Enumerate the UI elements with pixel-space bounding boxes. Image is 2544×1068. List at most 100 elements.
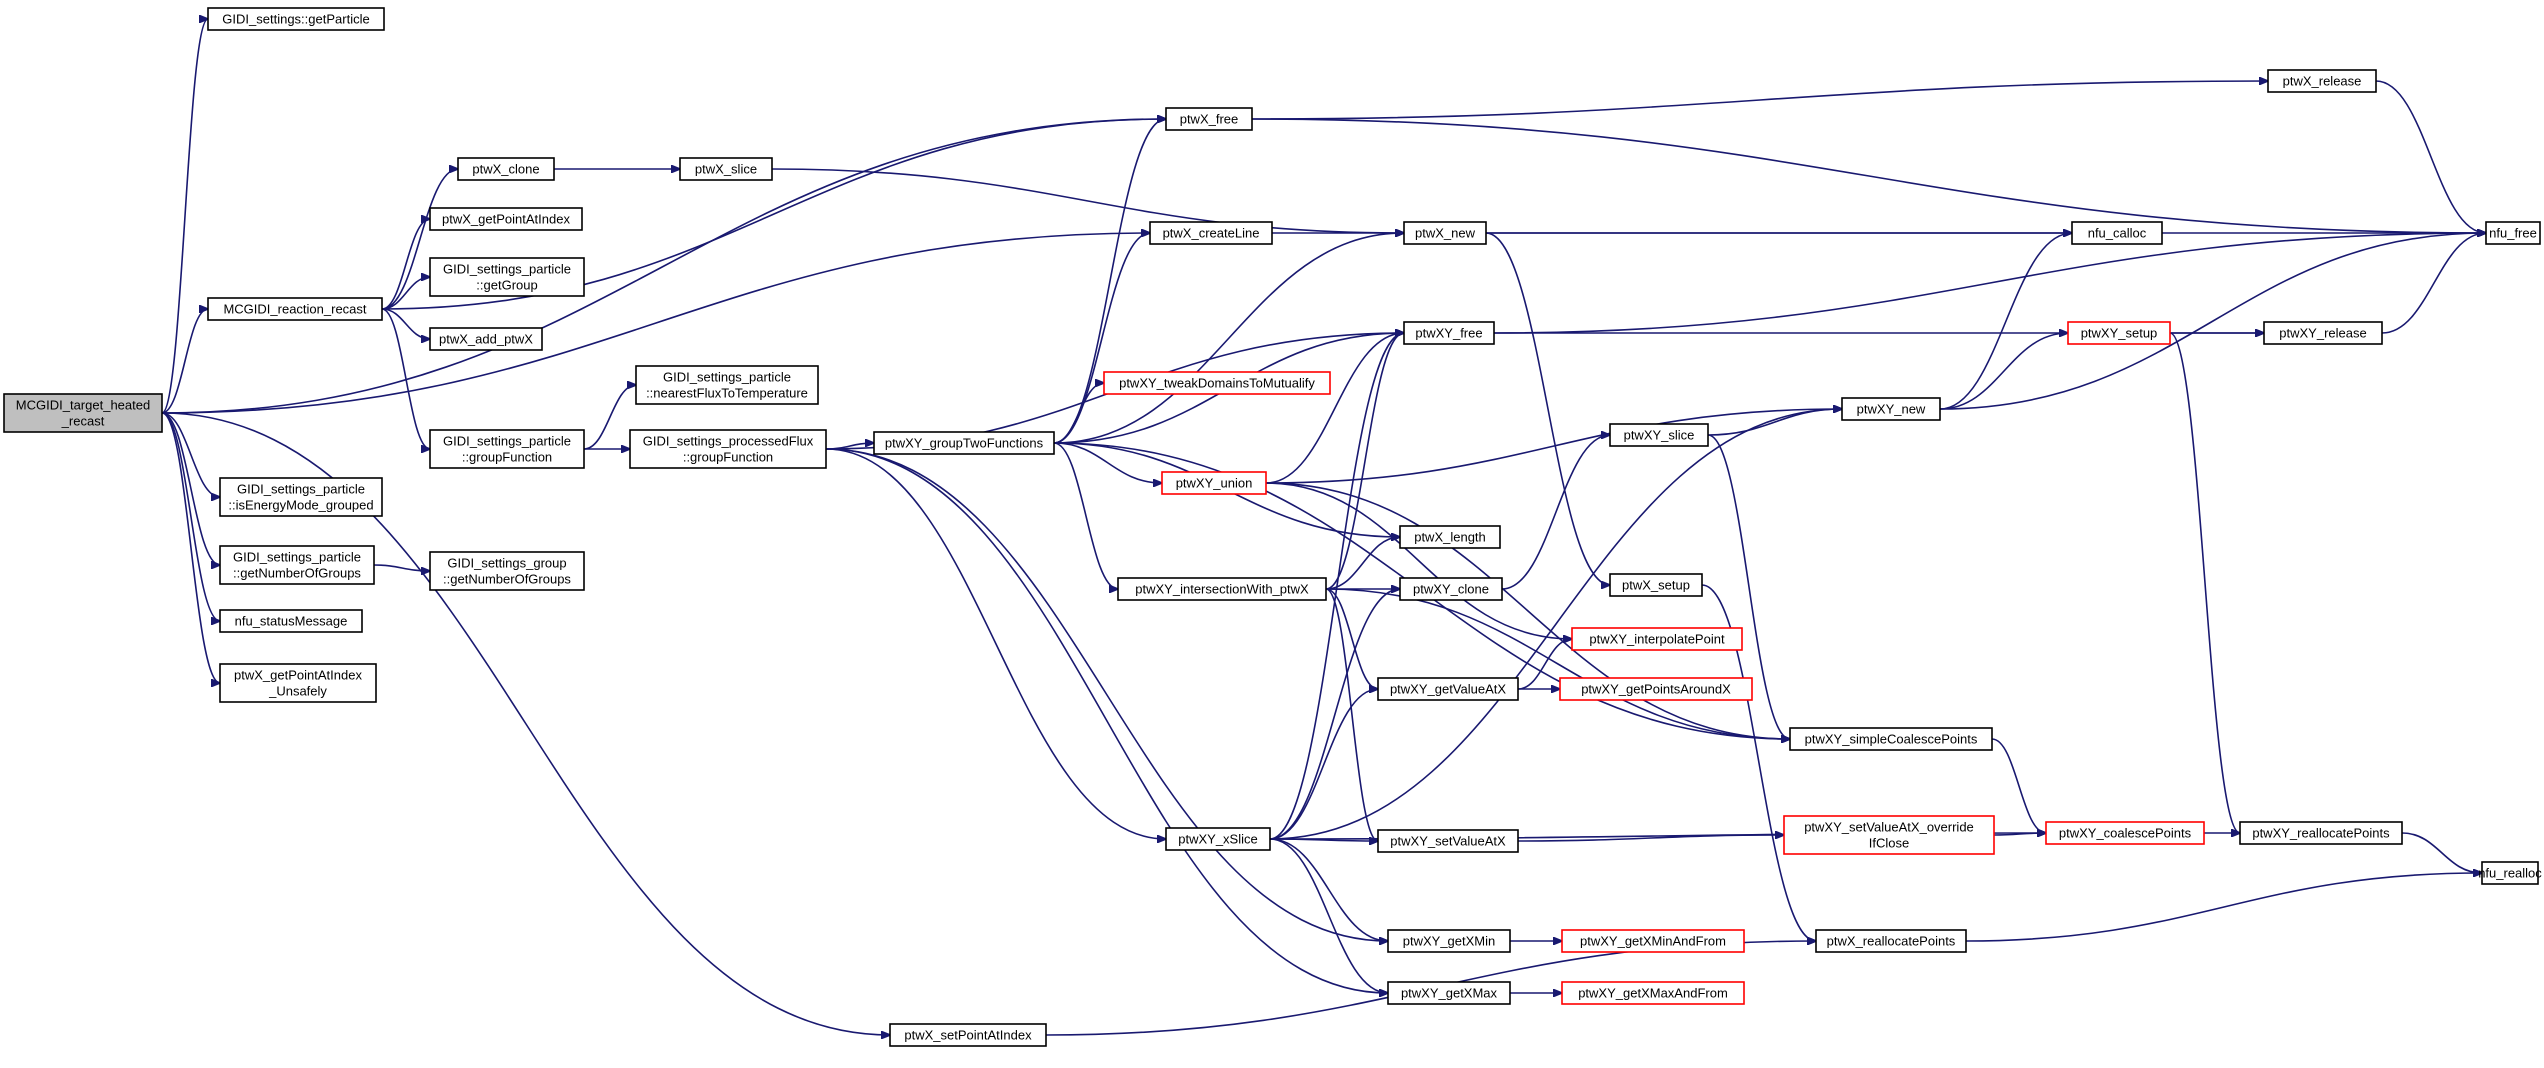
node-group-function-pf[interactable]: GIDI_settings_processedFlux::groupFuncti… bbox=[629, 429, 827, 469]
node-ptw-xy-slice[interactable]: ptwXY_slice bbox=[1609, 423, 1709, 447]
node-ptw-xy-release[interactable]: ptwXY_release bbox=[2263, 321, 2383, 345]
node-nearest-flux[interactable]: GIDI_settings_particle::nearestFluxToTem… bbox=[635, 365, 819, 405]
node-ptw-xy-x-slice[interactable]: ptwXY_xSlice bbox=[1165, 827, 1271, 851]
node-box[interactable] bbox=[3, 393, 163, 433]
node-box[interactable] bbox=[219, 609, 363, 633]
node-set-value-at-x[interactable]: ptwXY_setValueAtX bbox=[1377, 829, 1519, 853]
node-box[interactable] bbox=[635, 365, 819, 405]
node-get-xmin-and-from[interactable]: ptwXY_getXMinAndFrom bbox=[1561, 929, 1745, 953]
node-ptw-xy-new[interactable]: ptwXY_new bbox=[1841, 397, 1941, 421]
node-box[interactable] bbox=[1609, 423, 1709, 447]
node-box[interactable] bbox=[1399, 577, 1503, 601]
node-interpolate-point[interactable]: ptwXY_interpolatePoint bbox=[1571, 627, 1743, 651]
node-box[interactable] bbox=[1377, 829, 1519, 853]
node-box[interactable] bbox=[629, 429, 827, 469]
node-box[interactable] bbox=[1399, 525, 1501, 549]
node-box[interactable] bbox=[1571, 627, 1743, 651]
node-simple-coalesce[interactable]: ptwXY_simpleCoalescePoints bbox=[1789, 727, 1993, 751]
node-intersection-with[interactable]: ptwXY_intersectionWith_ptwX bbox=[1117, 577, 1327, 601]
node-ptw-x-clone[interactable]: ptwX_clone bbox=[457, 157, 555, 181]
node-box[interactable] bbox=[1103, 371, 1331, 395]
node-ptw-x-free[interactable]: ptwX_free bbox=[1165, 107, 1253, 131]
node-ptw-xy-free[interactable]: ptwXY_free bbox=[1403, 321, 1495, 345]
node-box[interactable] bbox=[1403, 221, 1487, 245]
node-box[interactable] bbox=[1117, 577, 1327, 601]
node-box[interactable] bbox=[2267, 69, 2377, 93]
node-box[interactable] bbox=[1387, 929, 1511, 953]
node-box[interactable] bbox=[429, 257, 585, 297]
node-box[interactable] bbox=[219, 663, 377, 703]
node-ptw-x-length[interactable]: ptwX_length bbox=[1399, 525, 1501, 549]
node-box[interactable] bbox=[1783, 815, 1995, 855]
node-nfu-free[interactable]: nfu_free bbox=[2485, 221, 2541, 245]
node-box[interactable] bbox=[2263, 321, 2383, 345]
node-box[interactable] bbox=[2071, 221, 2163, 245]
node-box[interactable] bbox=[1789, 727, 1993, 751]
node-box[interactable] bbox=[889, 1023, 1047, 1047]
node-ptw-xy-union[interactable]: ptwXY_union bbox=[1161, 471, 1267, 495]
node-nfu-status-message[interactable]: nfu_statusMessage bbox=[219, 609, 363, 633]
node-box[interactable] bbox=[457, 157, 555, 181]
node-is-energy-mode[interactable]: GIDI_settings_particle::isEnergyMode_gro… bbox=[219, 477, 383, 517]
node-get-value-at-x[interactable]: ptwXY_getValueAtX bbox=[1377, 677, 1519, 701]
node-ptw-x-setup[interactable]: ptwX_setup bbox=[1609, 573, 1703, 597]
node-box[interactable] bbox=[219, 545, 375, 585]
node-box[interactable] bbox=[207, 7, 385, 31]
node-box[interactable] bbox=[1403, 321, 1495, 345]
node-tweak-domains[interactable]: ptwXY_tweakDomainsToMutualify bbox=[1103, 371, 1331, 395]
node-ptw-x-reallocate-points[interactable]: ptwX_reallocatePoints bbox=[1815, 929, 1967, 953]
node-box[interactable] bbox=[1165, 107, 1253, 131]
node-ptw-x-new[interactable]: ptwX_new bbox=[1403, 221, 1487, 245]
node-get-group[interactable]: GIDI_settings_particle::getGroup bbox=[429, 257, 585, 297]
node-box[interactable] bbox=[1841, 397, 1941, 421]
node-box[interactable] bbox=[429, 429, 585, 469]
node-box[interactable] bbox=[429, 327, 543, 351]
node-box[interactable] bbox=[2067, 321, 2171, 345]
node-box[interactable] bbox=[1561, 929, 1745, 953]
node-box[interactable] bbox=[1815, 929, 1967, 953]
node-box[interactable] bbox=[1387, 981, 1511, 1005]
node-ptw-x-slice[interactable]: ptwX_slice bbox=[679, 157, 773, 181]
node-box[interactable] bbox=[207, 297, 383, 321]
node-box[interactable] bbox=[2485, 221, 2541, 245]
node-box[interactable] bbox=[1559, 677, 1753, 701]
node-box[interactable] bbox=[2481, 861, 2539, 885]
node-get-xmax[interactable]: ptwXY_getXMax bbox=[1387, 981, 1511, 1005]
node-box[interactable] bbox=[1609, 573, 1703, 597]
node-box[interactable] bbox=[2239, 821, 2403, 845]
node-reaction-recast[interactable]: MCGIDI_reaction_recast bbox=[207, 297, 383, 321]
node-root[interactable]: MCGIDI_target_heated_recast bbox=[3, 393, 163, 433]
node-box[interactable] bbox=[1161, 471, 1267, 495]
node-ptw-xy-reallocate-points[interactable]: ptwXY_reallocatePoints bbox=[2239, 821, 2403, 845]
node-box[interactable] bbox=[1149, 221, 1273, 245]
node-group-two-functions[interactable]: ptwXY_groupTwoFunctions bbox=[873, 431, 1055, 455]
node-get-number-of-groups-p[interactable]: GIDI_settings_particle::getNumberOfGroup… bbox=[219, 545, 375, 585]
node-box[interactable] bbox=[1561, 981, 1745, 1005]
node-get-xmax-and-from[interactable]: ptwXY_getXMaxAndFrom bbox=[1561, 981, 1745, 1005]
node-ptw-x-release[interactable]: ptwX_release bbox=[2267, 69, 2377, 93]
node-box[interactable] bbox=[1377, 677, 1519, 701]
node-group-function-p[interactable]: GIDI_settings_particle::groupFunction bbox=[429, 429, 585, 469]
node-box[interactable] bbox=[429, 207, 583, 231]
node-get-point-at-index-unsafely[interactable]: ptwX_getPointAtIndex_Unsafely bbox=[219, 663, 377, 703]
node-ptw-x-create-line[interactable]: ptwX_createLine bbox=[1149, 221, 1273, 245]
node-set-point-at-index[interactable]: ptwX_setPointAtIndex bbox=[889, 1023, 1047, 1047]
node-get-number-of-groups-g[interactable]: GIDI_settings_group::getNumberOfGroups bbox=[429, 551, 585, 591]
node-ptw-xy-setup[interactable]: ptwXY_setup bbox=[2067, 321, 2171, 345]
node-coalesce-points[interactable]: ptwXY_coalescePoints bbox=[2045, 821, 2205, 845]
node-get-xmin[interactable]: ptwXY_getXMin bbox=[1387, 929, 1511, 953]
node-ptw-xy-clone[interactable]: ptwXY_clone bbox=[1399, 577, 1503, 601]
node-get-points-around-x[interactable]: ptwXY_getPointsAroundX bbox=[1559, 677, 1753, 701]
node-box[interactable] bbox=[679, 157, 773, 181]
node-box[interactable] bbox=[873, 431, 1055, 455]
node-nfu-realloc[interactable]: nfu_realloc bbox=[2478, 861, 2542, 885]
node-box[interactable] bbox=[219, 477, 383, 517]
node-ptw-x-add-ptw-x[interactable]: ptwX_add_ptwX bbox=[429, 327, 543, 351]
node-ptw-x-get-point-at-index[interactable]: ptwX_getPointAtIndex bbox=[429, 207, 583, 231]
node-nfu-calloc[interactable]: nfu_calloc bbox=[2071, 221, 2163, 245]
node-box[interactable] bbox=[2045, 821, 2205, 845]
node-box[interactable] bbox=[1165, 827, 1271, 851]
node-box[interactable] bbox=[429, 551, 585, 591]
node-get-particle[interactable]: GIDI_settings::getParticle bbox=[207, 7, 385, 31]
